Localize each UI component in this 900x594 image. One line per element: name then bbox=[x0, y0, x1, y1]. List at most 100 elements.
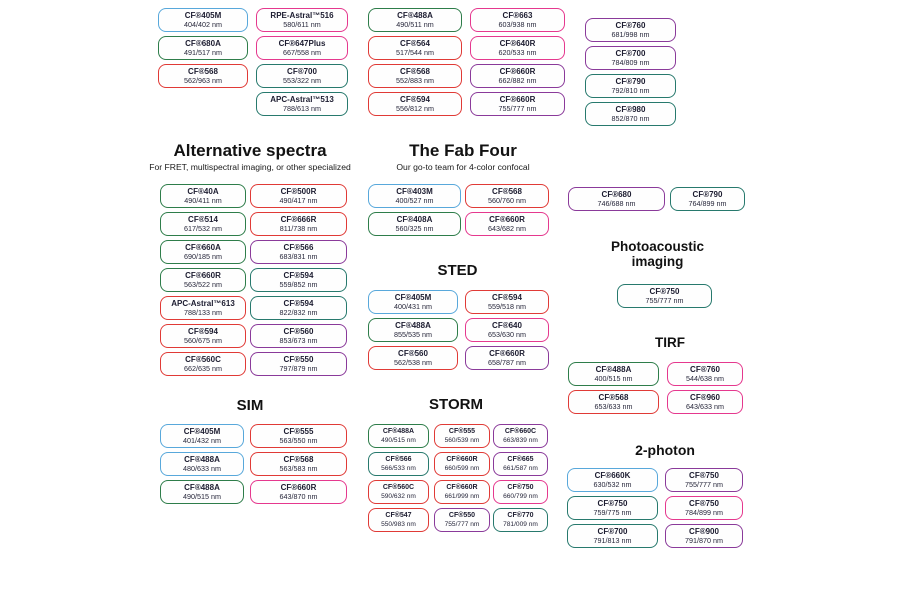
dye-name: CF®488A bbox=[397, 11, 433, 20]
dye-excitation-emission: 784/899 nm bbox=[685, 507, 723, 517]
dye-excitation-emission: 491/517 nm bbox=[184, 47, 222, 57]
dye-excitation-emission: 560/675 nm bbox=[184, 335, 222, 345]
dye-name: CF®40A bbox=[187, 187, 219, 196]
dye-name: CF®960 bbox=[690, 393, 720, 402]
dye-name: CF®408A bbox=[396, 215, 433, 224]
dye-name: CF®663 bbox=[502, 11, 533, 20]
dye-name: CF®488A bbox=[382, 428, 415, 435]
dye-excitation-emission: 653/633 nm bbox=[594, 401, 633, 411]
dye-excitation-emission: 590/632 nm bbox=[381, 492, 416, 500]
dye-excitation-emission: 764/899 nm bbox=[688, 198, 727, 208]
dye-name: CF®665 bbox=[507, 456, 534, 463]
dye-excitation-emission: 781/009 nm bbox=[503, 520, 538, 528]
dye-name: CF®900 bbox=[689, 527, 719, 536]
dye-name: CF®594 bbox=[492, 293, 522, 302]
section-title: Alternative spectra bbox=[173, 141, 327, 160]
dye-name: CF®560C bbox=[382, 484, 415, 491]
dye-excitation-emission: 788/133 nm bbox=[184, 307, 222, 317]
dye-name: CF®660R bbox=[489, 349, 525, 358]
dye-excitation-emission: 755/777 nm bbox=[498, 103, 537, 113]
dye-name: CF®660R bbox=[446, 484, 478, 491]
section-subtitle: For FRET, multispectral imaging, or othe… bbox=[149, 162, 351, 172]
dye-excitation-emission: 662/882 nm bbox=[498, 75, 537, 85]
dye-name: CF®660R bbox=[489, 215, 525, 224]
dye-name: CF®790 bbox=[615, 77, 646, 86]
dye-excitation-emission: 401/432 nm bbox=[183, 435, 221, 445]
dye-name: APC-Astral™613 bbox=[171, 299, 235, 308]
dye-excitation-emission: 746/688 nm bbox=[597, 198, 636, 208]
section-sted: STED bbox=[365, 262, 550, 279]
dye-name: CF®680 bbox=[601, 190, 632, 199]
dye-excitation-emission: 683/831 nm bbox=[279, 251, 318, 261]
dye-excitation-emission: 490/417 nm bbox=[279, 195, 318, 205]
dye-excitation-emission: 559/518 nm bbox=[488, 301, 526, 311]
dye-name: CF®660A bbox=[185, 243, 221, 252]
dye-name: CF®760 bbox=[690, 365, 720, 374]
dye-excitation-emission: 620/533 nm bbox=[498, 47, 537, 57]
dye-name: CF®550 bbox=[283, 355, 314, 364]
dye-name: CF®680A bbox=[185, 39, 221, 48]
dye-name: CF®980 bbox=[615, 105, 646, 114]
dye-name: CF®660R bbox=[499, 95, 536, 104]
dye-excitation-emission: 404/402 nm bbox=[184, 19, 222, 29]
dye-name: CF®488A bbox=[184, 483, 220, 492]
dye-excitation-emission: 791/813 nm bbox=[593, 535, 632, 545]
dye-name: CF®500R bbox=[280, 187, 317, 196]
section-two-photon: 2-photon bbox=[595, 442, 735, 458]
dye-excitation-emission: 792/810 nm bbox=[611, 85, 650, 95]
dye-excitation-emission: 643/682 nm bbox=[488, 223, 526, 233]
section-photoacoustic: Photoacoustic imaging bbox=[595, 239, 720, 269]
dye-name: CF®666R bbox=[280, 215, 317, 224]
section-title: TIRF bbox=[655, 335, 685, 350]
dye-name: CF®488A bbox=[395, 321, 431, 330]
dye-name: CF®550 bbox=[448, 512, 476, 519]
dye-name: CF®700 bbox=[597, 527, 628, 536]
dye-name: CF®560 bbox=[398, 349, 428, 358]
dye-excitation-emission: 490/515 nm bbox=[381, 436, 416, 444]
dye-excitation-emission: 563/583 nm bbox=[279, 463, 318, 473]
dye-excitation-emission: 559/852 nm bbox=[279, 279, 318, 289]
dye-name: CF®547 bbox=[385, 512, 412, 519]
